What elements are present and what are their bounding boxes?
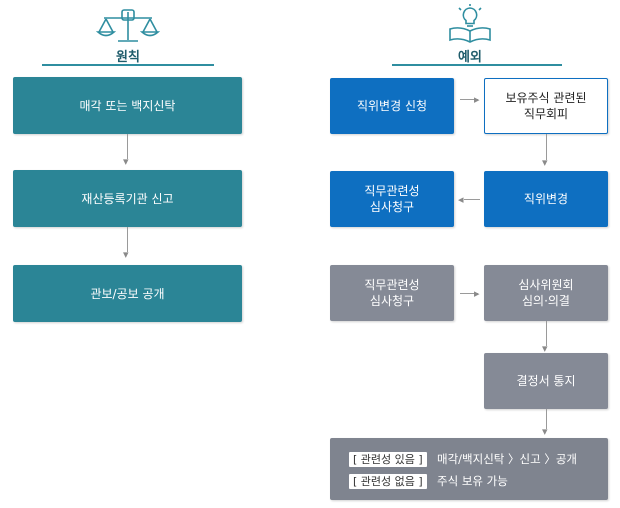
no-relevance-text: 주식 보유 가능 [437, 474, 508, 488]
arrow-right-line [460, 293, 478, 294]
arrow-right-icon: ▸ [474, 287, 480, 300]
connector-line [546, 409, 547, 429]
connector-line [127, 134, 128, 159]
principle-heading: 원칙 [116, 50, 140, 65]
review-request-blue-box: 직무관련성 심사청구 [330, 171, 454, 227]
request-position-change-box: 직위변경 신청 [330, 78, 454, 134]
outcome-box [330, 438, 608, 500]
avoid-duty-box: 보유주식 관련된 직무회피 [484, 78, 608, 134]
scales-icon [96, 9, 160, 42]
arrow-down-icon: ▾ [542, 156, 548, 169]
arrow-left-line [464, 199, 480, 200]
arrow-right-icon [460, 99, 478, 100]
no-relevance-tag: [ 관련성 없음 ] [349, 474, 427, 489]
connector-line [127, 227, 128, 252]
principle-step-sell: 매각 또는 백지신탁 [13, 77, 242, 134]
principle-step-publish: 관보/공보 공개 [13, 265, 242, 322]
arrow-right-icon: ▸ [474, 93, 480, 106]
arrow-down-icon: ▾ [542, 342, 548, 355]
exception-heading: 예외 [458, 50, 482, 65]
review-request-gray-box: 직무관련성 심사청구 [330, 265, 454, 321]
has-relevance-text: 매각/백지신탁 〉신고 〉공개 [437, 452, 577, 466]
committee-decision-box: 심사위원회 심의·의결 [484, 265, 608, 321]
arrow-down-icon: ▾ [123, 155, 129, 168]
principle-step-report: 재산등록기관 신고 [13, 170, 242, 227]
position-change-box: 직위변경 [484, 171, 608, 227]
arrow-left-icon: ◂ [458, 193, 464, 206]
arrow-down-icon: ▾ [542, 425, 548, 438]
connector-line [546, 134, 547, 160]
lightbulb-book-icon [449, 4, 491, 43]
arrow-down-icon: ▾ [123, 248, 129, 261]
has-relevance-tag: [ 관련성 있음 ] [349, 452, 427, 467]
principle-underline [42, 64, 214, 66]
exception-underline [392, 64, 562, 66]
connector-line [546, 321, 547, 346]
notice-box: 결정서 통지 [484, 353, 608, 409]
